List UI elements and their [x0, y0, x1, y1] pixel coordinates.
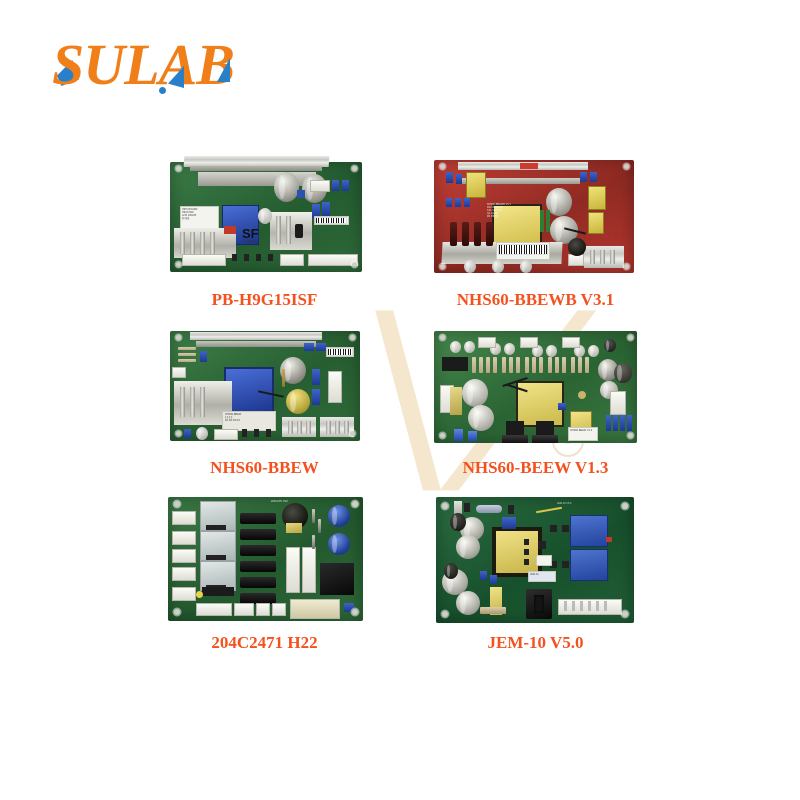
product-card-pcb-4[interactable]: NHS60-BEEW V1.3 NHS60-BEEW V1.3	[428, 323, 643, 491]
product-photo-pcb-6: JEM-10 JEM-10 V5.0	[428, 491, 643, 626]
product-caption-pcb-4: NHS60-BEEW V1.3	[462, 458, 609, 477]
product-photo-pcb-3: NHS60-BBEW|| || || ||R1 R2 R3 R4	[162, 323, 367, 451]
product-photo-pcb-5: 204C2471 H22	[162, 491, 367, 626]
product-card-pcb-6[interactable]: JEM-10 JEM-10 V5.0 JEM-10 V5.0	[428, 491, 643, 666]
product-card-pcb-3[interactable]: NHS60-BBEW|| || || ||R1 R2 R3 R4	[157, 323, 372, 491]
product-row-3: 204C2471 H22 204C2471 H22	[0, 491, 800, 666]
product-caption-pcb-6: JEM-10 V5.0	[487, 633, 584, 652]
brand-logo-text: SULAB	[52, 32, 235, 97]
logo-dot-icon	[159, 87, 166, 94]
product-card-pcb-5[interactable]: 204C2471 H22 204C2471 H22	[157, 491, 372, 666]
product-caption-pcb-5: 204C2471 H22	[211, 633, 318, 652]
product-caption-pcb-2: NHS60-BBEWB V3.1	[456, 290, 615, 309]
product-photo-pcb-4: NHS60-BEEW V1.3	[428, 323, 643, 451]
product-caption-pcb-3: NHS60-BBEW	[210, 458, 319, 477]
product-caption-pcb-1: PB-H9G15ISF	[211, 290, 318, 309]
brand-logo: SULAB	[52, 30, 282, 100]
product-row-2: NHS60-BBEW|| || || ||R1 R2 R3 R4	[0, 323, 800, 491]
